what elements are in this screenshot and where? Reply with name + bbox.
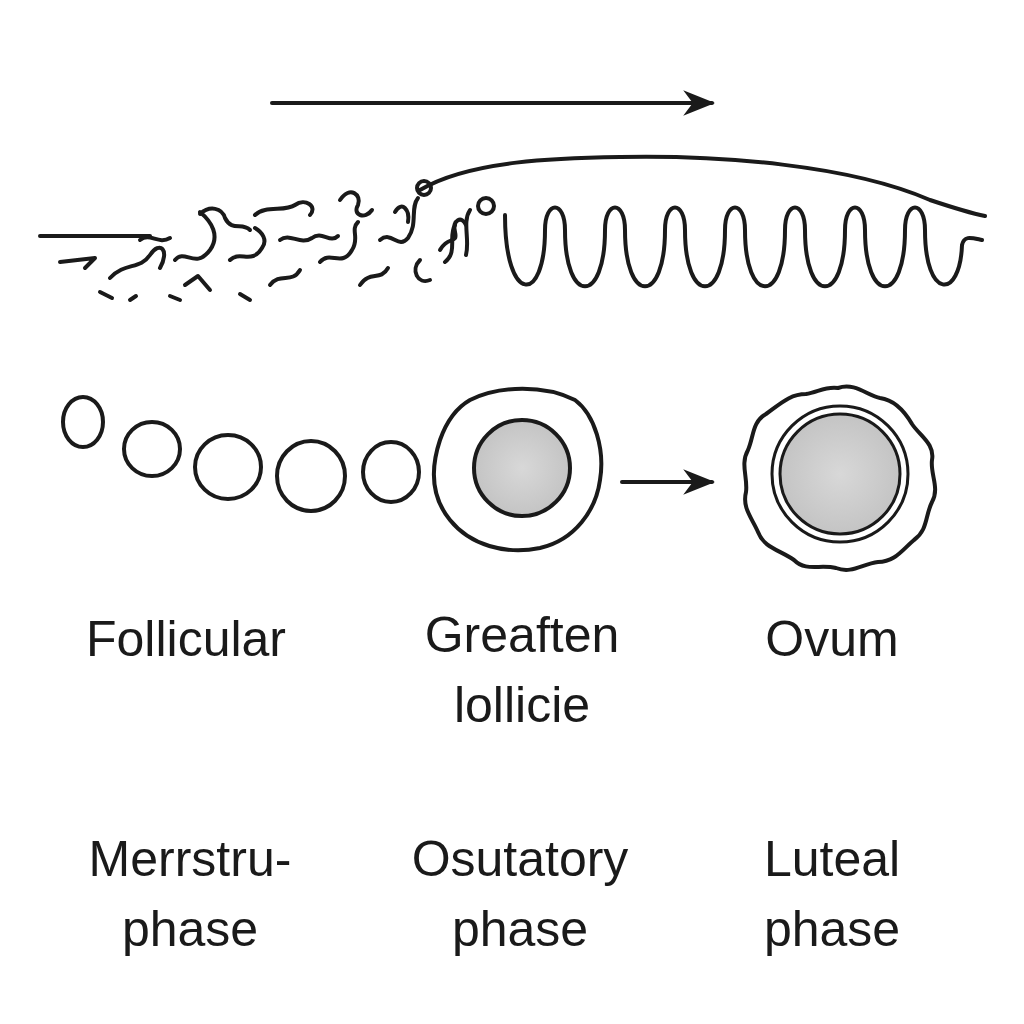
- ovum-cell: [780, 414, 900, 534]
- phase-label: Luteal phase: [722, 824, 942, 964]
- ovum-corona: [744, 387, 935, 570]
- graafian-follicle-oocyte: [474, 420, 570, 516]
- growing-follicle: [195, 435, 261, 499]
- endometrial-folds: [505, 208, 982, 287]
- follicle-label: Greaften lollicie: [392, 600, 652, 740]
- shedding-lining: [60, 181, 494, 300]
- time-arrow: [272, 101, 712, 105]
- growing-follicle: [363, 442, 419, 502]
- ovulation-arrow: [622, 480, 712, 484]
- primary-follicle: [63, 397, 103, 447]
- growing-follicle: [124, 422, 180, 476]
- phase-label: Follicular: [36, 604, 336, 674]
- ovum-zona: [772, 406, 908, 542]
- ovum-label: Ovum: [702, 604, 962, 674]
- phase-label: Osutatory phase: [375, 824, 665, 964]
- growing-follicle: [277, 441, 345, 511]
- graafian-follicle-outer: [434, 389, 601, 550]
- endometrium-surface: [40, 157, 985, 236]
- phase-label: Merrstru- phase: [55, 824, 325, 964]
